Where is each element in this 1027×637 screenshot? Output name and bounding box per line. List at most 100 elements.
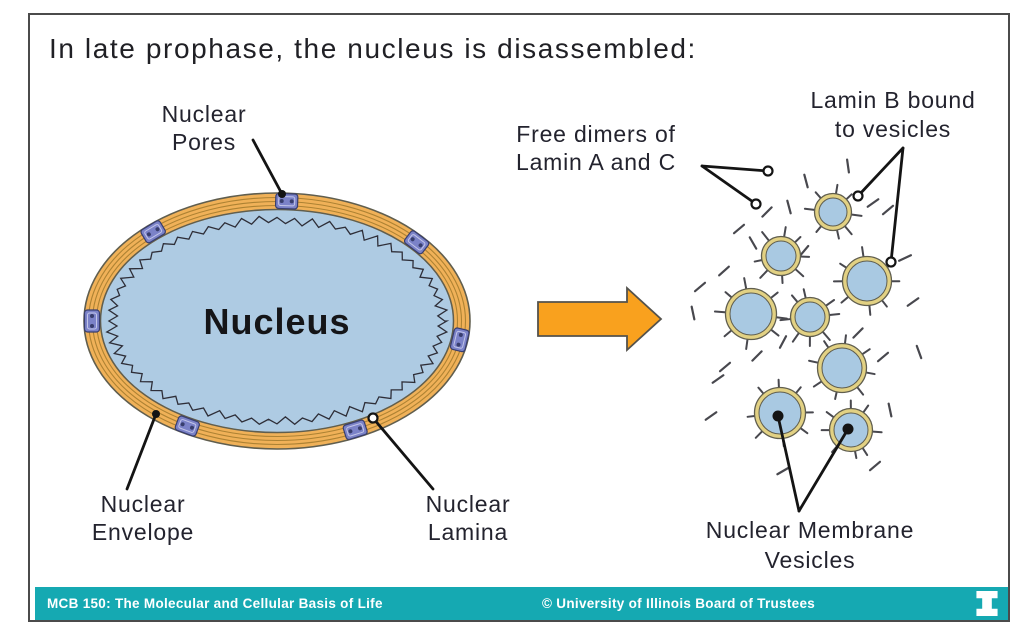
nuclear-pore	[342, 419, 368, 441]
nuclear-pore-dot	[180, 422, 185, 427]
free-dimer-dash	[751, 350, 763, 362]
vesicle-spike	[791, 331, 801, 343]
vesicle-spike	[761, 231, 771, 243]
nuclear-membrane-vesicle	[803, 183, 863, 240]
nuclear-pore-channel	[453, 330, 467, 349]
leader-circle-marker	[852, 190, 864, 202]
free-dimer-dash	[868, 460, 882, 472]
footer-course-text: MCB 150: The Molecular and Cellular Basi…	[47, 596, 383, 611]
transition-arrow	[537, 285, 663, 353]
free-dimer-dash	[803, 173, 809, 189]
free-dimer-dash	[704, 411, 718, 421]
free-dimer-dash	[906, 297, 920, 307]
vesicle-spike	[803, 207, 817, 211]
vesicle-spike	[834, 183, 839, 196]
leader-dot-marker	[772, 410, 784, 422]
nuclear-pore-body	[174, 415, 200, 437]
vesicle-lumen	[794, 301, 826, 333]
leader-line	[125, 412, 158, 491]
vesicle-spike	[812, 379, 824, 388]
nuclear-pore-channel	[278, 195, 296, 207]
vesicle-spike	[779, 317, 793, 322]
vesicle-lumen	[821, 347, 863, 389]
leader-line	[797, 427, 850, 513]
annotation-free-dimers	[700, 164, 774, 210]
vesicle-spike	[745, 337, 749, 351]
vesicle-spike	[855, 385, 865, 396]
leader-dot-marker	[152, 410, 160, 418]
vesicle-spike	[769, 328, 780, 337]
nuclear-membrane-vesicle	[808, 334, 876, 400]
free-dimer-dash	[898, 254, 912, 262]
leader-dot-marker	[278, 190, 286, 198]
free-dimer-dash	[776, 466, 790, 476]
nuclear-pore-dot	[90, 324, 94, 328]
vesicle-spike	[827, 313, 841, 317]
vesicle-spike	[759, 268, 770, 279]
illinois-block-i-logo	[976, 591, 998, 616]
vesicle-spike	[868, 303, 872, 316]
nuclear-pore-body	[342, 419, 368, 441]
nuclear-pore-channel	[87, 312, 97, 330]
vesicle-spike	[713, 310, 728, 314]
annotation-nuclear-envelope	[125, 410, 160, 491]
free-dimer-dash	[852, 327, 864, 339]
vesicle-spike	[782, 226, 787, 239]
free-dimer-dash	[718, 361, 732, 373]
nuclear-pore-channel	[178, 419, 197, 433]
vesicle-spike	[808, 359, 821, 364]
nuclear-pore-dot	[146, 232, 151, 237]
vesicle-spike	[843, 224, 853, 236]
nuclear-lamina-zigzag	[105, 215, 450, 426]
vesicle-spike	[849, 213, 863, 217]
leader-circle-marker	[762, 165, 774, 177]
nuclear-pore-dot	[348, 429, 353, 434]
vesicle-spike	[821, 330, 831, 342]
vesicle-spike	[861, 246, 865, 259]
nucleus-label: Nucleus	[203, 301, 350, 342]
vesicle-spike	[802, 288, 807, 300]
nuclear-pore	[83, 309, 101, 333]
free-dimer-dash	[718, 265, 730, 277]
free-dimer-dash	[887, 402, 893, 418]
nuclear-pore-body	[83, 309, 101, 333]
free-dimer-dash	[748, 236, 758, 250]
nuclear-pore-dot	[189, 425, 194, 430]
leader-line	[371, 416, 435, 491]
nuclear-membrane-vesicle	[779, 288, 841, 347]
footer-copyright-text: © University of Illinois Board of Truste…	[542, 596, 816, 611]
nuclear-pore	[174, 415, 200, 437]
nuclear-membrane-vesicle	[753, 226, 811, 285]
nuclear-pore-dot	[458, 332, 463, 337]
leader-line	[700, 164, 758, 206]
nuclear-pore-dot	[357, 426, 362, 431]
nuclear-pore-dot	[418, 243, 423, 248]
free-dimer-dash	[711, 374, 725, 384]
nuclear-pore	[140, 220, 166, 244]
free-dimer-dash	[786, 199, 792, 215]
footer-bar: MCB 150: The Molecular and Cellular Basi…	[35, 587, 1008, 620]
free-dimer-dash	[881, 204, 895, 216]
leader-circle-marker	[367, 412, 379, 424]
vesicle-lumen	[818, 197, 848, 227]
vesicle-spike	[754, 429, 764, 439]
nuclear-membrane-vesicle	[713, 277, 788, 351]
annotation-nuclear-membrane-vesicles	[772, 410, 854, 513]
nuclear-pore-channel	[144, 224, 163, 240]
vesicle-lumen	[729, 292, 773, 336]
nuclear-pore-dot	[155, 227, 160, 232]
free-dimer-dash	[798, 244, 810, 258]
free-dimer-dash	[915, 344, 923, 360]
nuclear-pore-dot	[289, 199, 294, 204]
nuclear-pore-dot	[90, 314, 94, 318]
free-dimer-dash	[732, 223, 746, 235]
nuclear-pore-dot	[456, 342, 461, 347]
leader-circle-marker	[750, 198, 762, 210]
vesicle-lumen	[765, 240, 797, 272]
